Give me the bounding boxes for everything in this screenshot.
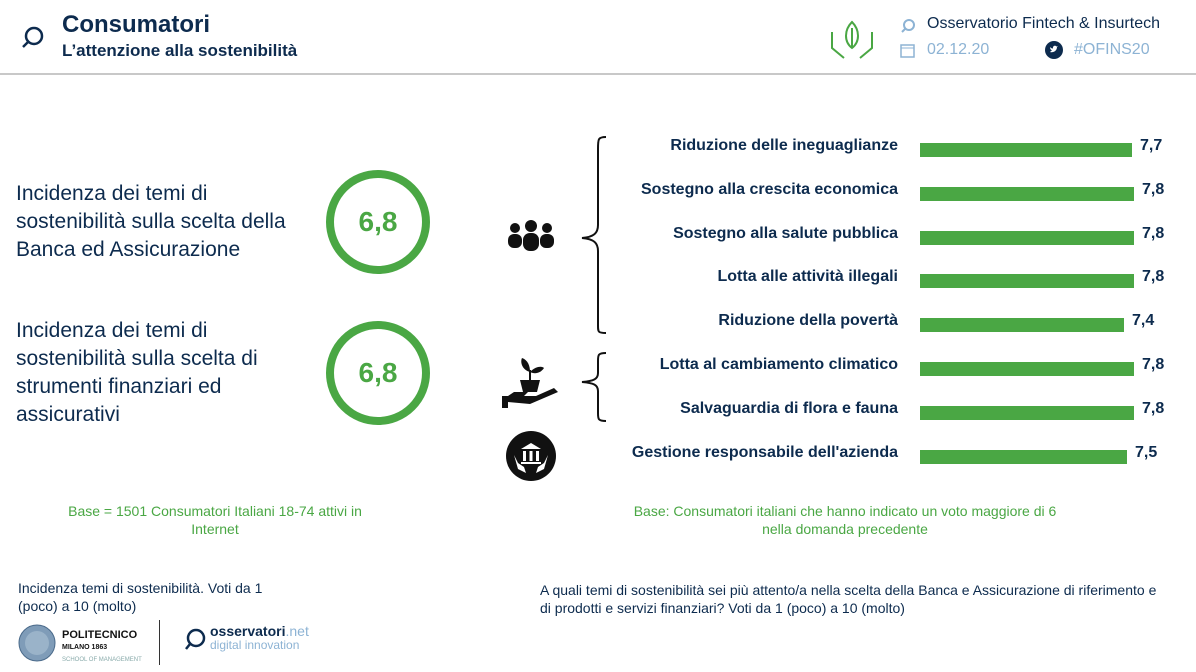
bar bbox=[920, 274, 1134, 289]
bar bbox=[920, 405, 1134, 420]
bar-row: Sostegno alla salute pubblica 7,8 bbox=[600, 225, 1180, 249]
right-footnote: A quali temi di sostenibilità sei più at… bbox=[540, 582, 1157, 616]
people-group-icon bbox=[508, 220, 554, 251]
bar-row: Salvaguardia di flora e fauna 7,8 bbox=[600, 400, 1180, 424]
bar bbox=[920, 230, 1134, 245]
bar bbox=[920, 318, 1124, 333]
left-base-note: Base = 1501 Consumatori Italiani 18-74 a… bbox=[68, 503, 362, 537]
bar bbox=[920, 362, 1134, 376]
bar-value: 7,8 bbox=[1142, 268, 1165, 286]
bar-row: Lotta alle attività illegali 7,8 bbox=[600, 268, 1180, 292]
bar-label: Sostegno alla salute pubblica bbox=[673, 224, 898, 242]
search-icon bbox=[901, 19, 915, 33]
osservatori-logo-icon bbox=[185, 628, 206, 650]
hands-plant-icon bbox=[831, 20, 873, 59]
question-instruments-label: Incidenza dei temi di sostenibilità sull… bbox=[16, 319, 258, 426]
score-circle-instruments: 6,8 bbox=[326, 321, 430, 425]
bar-value: 7,5 bbox=[1135, 443, 1158, 461]
score-value: 6,8 bbox=[358, 357, 398, 388]
bar-value: 7,4 bbox=[1132, 312, 1155, 330]
bar bbox=[920, 143, 1132, 157]
bar-value: 7,7 bbox=[1140, 137, 1163, 154]
bar-row: Riduzione delle ineguaglianze 7,7 bbox=[600, 137, 1180, 161]
bar bbox=[920, 186, 1134, 201]
bar-label: Sostegno alla crescita economica bbox=[641, 180, 898, 198]
bar-value: 7,8 bbox=[1142, 224, 1165, 242]
bar-row: Gestione responsabile dell'azienda 7,5 bbox=[600, 444, 1180, 468]
right-base-note: Base: Consumatori italiani che hanno ind… bbox=[633, 503, 1057, 537]
bar-label: Gestione responsabile dell'azienda bbox=[631, 443, 898, 461]
bar-row: Riduzione della povertà 7,4 bbox=[600, 312, 1180, 336]
left-footnote: Incidenza temi di sostenibilità. Voti da… bbox=[18, 580, 263, 614]
bar-row: Sostegno alla crescita economica 7,8 bbox=[600, 181, 1180, 205]
observatory-name: Osservatorio Fintech & Insurtech bbox=[927, 15, 1160, 32]
bracket-braces bbox=[581, 136, 607, 422]
hand-plant-icon bbox=[502, 358, 558, 408]
page-title: Consumatori bbox=[62, 11, 211, 38]
bar-value: 7,8 bbox=[1142, 180, 1165, 198]
institution-hands-icon bbox=[506, 431, 556, 481]
bar-label: Lotta alle attività illegali bbox=[717, 268, 899, 286]
calendar-icon bbox=[900, 44, 915, 58]
polimi-seal-logo bbox=[18, 624, 56, 662]
bar-value: 7,8 bbox=[1142, 356, 1165, 373]
osservatori-logo-icon bbox=[22, 26, 44, 48]
score-circle-bank: 6,8 bbox=[326, 170, 430, 274]
event-date: 02.12.20 bbox=[927, 41, 990, 58]
twitter-icon[interactable] bbox=[1045, 41, 1063, 59]
bar-label: Riduzione delle ineguaglianze bbox=[670, 137, 898, 154]
page-subtitle: L’attenzione alla sostenibilità bbox=[62, 41, 298, 60]
score-value: 6,8 bbox=[358, 206, 398, 237]
header-divider bbox=[0, 73, 1196, 75]
bar-row: Lotta al cambiamento climatico 7,8 bbox=[600, 356, 1180, 380]
bar-label: Riduzione della povertà bbox=[718, 312, 898, 330]
bar-label: Lotta al cambiamento climatico bbox=[659, 356, 898, 373]
logo-divider bbox=[159, 620, 160, 665]
bar-value: 7,8 bbox=[1142, 399, 1165, 417]
bar bbox=[920, 449, 1127, 464]
hashtag: #OFINS20 bbox=[1074, 41, 1150, 58]
question-bank-label: Incidenza dei temi di sostenibilità sull… bbox=[16, 182, 286, 261]
bar-label: Salvaguardia di flora e fauna bbox=[680, 399, 898, 417]
